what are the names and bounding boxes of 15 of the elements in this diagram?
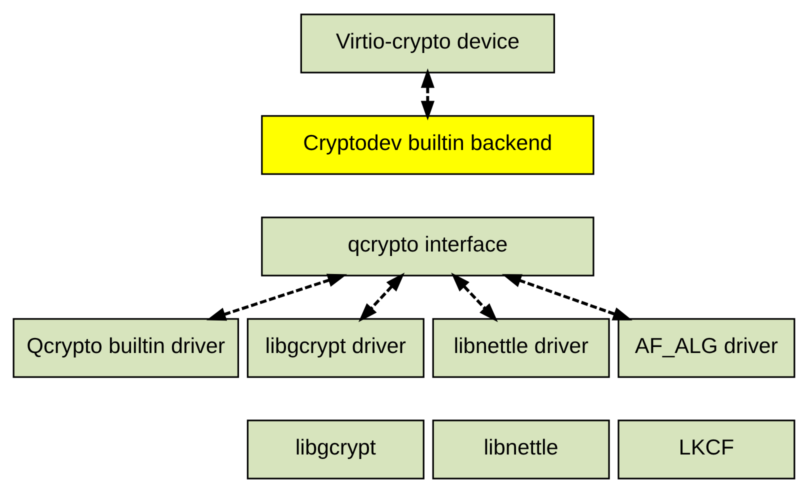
arrow [451, 272, 498, 322]
arrow [206, 274, 348, 321]
node-box: qcrypto interface [261, 216, 594, 276]
node-box: AF_ALG driver [618, 318, 796, 378]
arrow [358, 272, 405, 322]
node-box: Virtio-crypto device [300, 14, 556, 74]
node-box: Qcrypto builtin driver [12, 318, 240, 378]
node-box: libgcrypt [246, 420, 424, 480]
arrow [420, 68, 435, 120]
node-box: Cryptodev builtin backend [261, 115, 594, 175]
node-box: libnettle [432, 420, 610, 480]
arrow [502, 274, 632, 320]
node-box: libgcrypt driver [246, 318, 424, 378]
node-box: libnettle driver [432, 318, 610, 378]
node-box: LKCF [618, 420, 796, 480]
